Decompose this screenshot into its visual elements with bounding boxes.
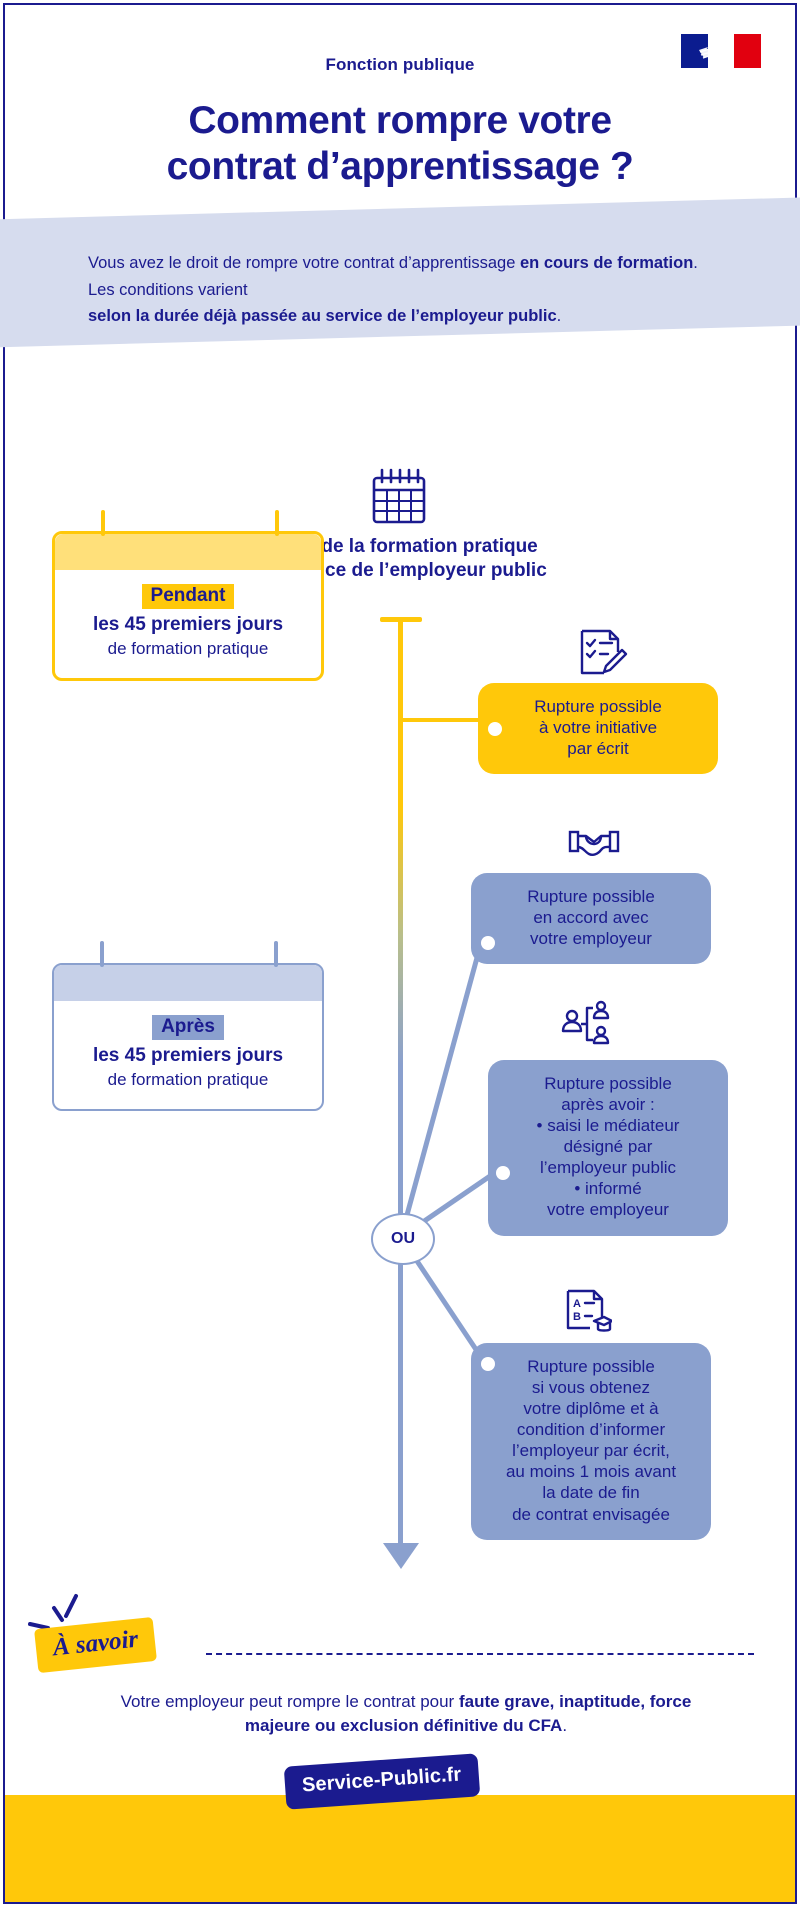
bubble-line: l’employeur par écrit, [512, 1441, 670, 1461]
handshake-icon [568, 830, 620, 856]
intro-part2: . Les conditions varient [88, 254, 698, 299]
bubble-bullet-line: votre employeur [547, 1200, 669, 1220]
intro-part1: Vous avez le droit de rompre votre contr… [88, 254, 520, 272]
bubble-line: en accord avec [533, 908, 649, 928]
checklist-pencil-icon [580, 629, 628, 675]
page-title-line1: Comment rompre votre [188, 99, 612, 142]
bubble-line: votre diplôme et à [523, 1399, 659, 1419]
card-body: Pendant les 45 premiers jours de formati… [55, 570, 321, 678]
period-tag-pendant: Pendant [141, 584, 235, 609]
period-line1-apres: les 45 premiers jours [92, 1045, 284, 1066]
intro-bold2: selon la durée déjà passée au service de… [88, 307, 557, 326]
calendar-rings [55, 510, 321, 536]
bubble-line: Rupture possible [527, 887, 655, 906]
note-part2: . [562, 1716, 568, 1736]
connector-dot [481, 1357, 495, 1371]
rupture-bubble-diplome: Rupture possible si vous obtenez votre d… [471, 1343, 711, 1540]
timeline-top-cap [380, 617, 422, 622]
intro-text: Vous avez le droit de rompre votre contr… [88, 250, 728, 330]
note-bold1: faute grave, inaptitude, force majeure o… [244, 1692, 692, 1736]
eyebrow-label: Fonction publique [325, 55, 475, 74]
timeline-arrowhead-icon [383, 1543, 419, 1569]
period-line2-pendant: de formation pratique [107, 638, 269, 658]
calendar-ring-left [100, 941, 104, 967]
bubble-bullet-line: désigné par [563, 1137, 653, 1157]
bubble-line: après avoir : [561, 1095, 655, 1115]
bubble-bullet-list: • saisi le médiateur désigné par l’emplo… [502, 1115, 714, 1220]
marianne-profile-icon [698, 37, 734, 64]
connector-dot [496, 1166, 510, 1180]
bubble-line: Rupture possible [544, 1074, 672, 1093]
rupture-bubble-mediateur: Rupture possible après avoir : • saisi l… [488, 1060, 728, 1236]
calendar-ring-left [101, 510, 105, 536]
bubble-line: si vous obtenez [531, 1378, 651, 1398]
bubble-bullet-line: • informé [574, 1179, 642, 1199]
calendar-ring-right [275, 510, 279, 536]
card-body: Après les 45 premiers jours de formation… [54, 1001, 322, 1109]
timeline-or-node: OU [371, 1213, 435, 1265]
rupture-bubble-initiative: Rupture possible à votre initiative par … [478, 683, 718, 775]
french-republic-flag-icon [681, 34, 761, 68]
start-caption-line1: Début de la formation pratique [262, 536, 538, 557]
bubble-line: Rupture possible [534, 697, 662, 716]
timeline-axis [398, 620, 403, 1548]
bubble-line: au moins 1 mois avant [505, 1462, 677, 1482]
bubble-line: condition d’informer [516, 1420, 666, 1440]
bubble-line: votre employeur [530, 929, 652, 949]
diploma-graduation-icon: A B [566, 1289, 612, 1332]
mediator-people-icon [561, 1000, 610, 1045]
calendar-rings [54, 941, 322, 967]
period-card-pendant: Pendant les 45 premiers jours de formati… [52, 510, 324, 681]
svg-text:A: A [573, 1298, 581, 1310]
timeline-branch-yellow [400, 718, 492, 722]
bubble-bullet-line: • saisi le médiateur [536, 1116, 680, 1136]
intro-bold1: en cours de formation [520, 254, 694, 272]
bubble-line: la date de fin [542, 1483, 640, 1503]
rupture-bubble-accord: Rupture possible en accord avec votre em… [471, 873, 711, 965]
a-savoir-divider [206, 1653, 754, 1655]
bubble-bullet-line: l’employeur public [539, 1158, 677, 1178]
bubble-line: Rupture possible [527, 1357, 655, 1376]
period-tag-apres: Après [152, 1015, 224, 1040]
card-header-strip [55, 534, 321, 570]
bubble-line: par écrit [567, 739, 629, 759]
connector-dot [481, 936, 495, 951]
card-header-strip [54, 965, 322, 1001]
period-card-apres: Après les 45 premiers jours de formation… [52, 941, 324, 1111]
calendar-icon [372, 468, 426, 524]
start-caption-line2: au service de l’employeur public [253, 559, 547, 581]
note-part1: Votre employeur peut rompre le contrat p… [120, 1692, 459, 1711]
intro-part3: . [556, 307, 562, 326]
timeline-start-caption: Début de la formation pratique au servic… [160, 535, 640, 583]
period-line2-apres: de formation pratique [107, 1069, 269, 1089]
page-title: Comment rompre votre contrat d’apprentis… [60, 98, 740, 189]
period-line1-pendant: les 45 premiers jours [92, 614, 284, 635]
page-title-line2: contrat d’apprentissage ? [166, 144, 634, 188]
bubble-line: de contrat envisagée [512, 1504, 670, 1524]
connector-dot [488, 721, 502, 736]
a-savoir-text: Votre employeur peut rompre le contrat p… [96, 1690, 716, 1738]
svg-text:B: B [573, 1311, 581, 1323]
footer-bar [5, 1795, 795, 1902]
calendar-ring-right [274, 941, 278, 967]
bubble-line: à votre initiative [538, 718, 658, 738]
